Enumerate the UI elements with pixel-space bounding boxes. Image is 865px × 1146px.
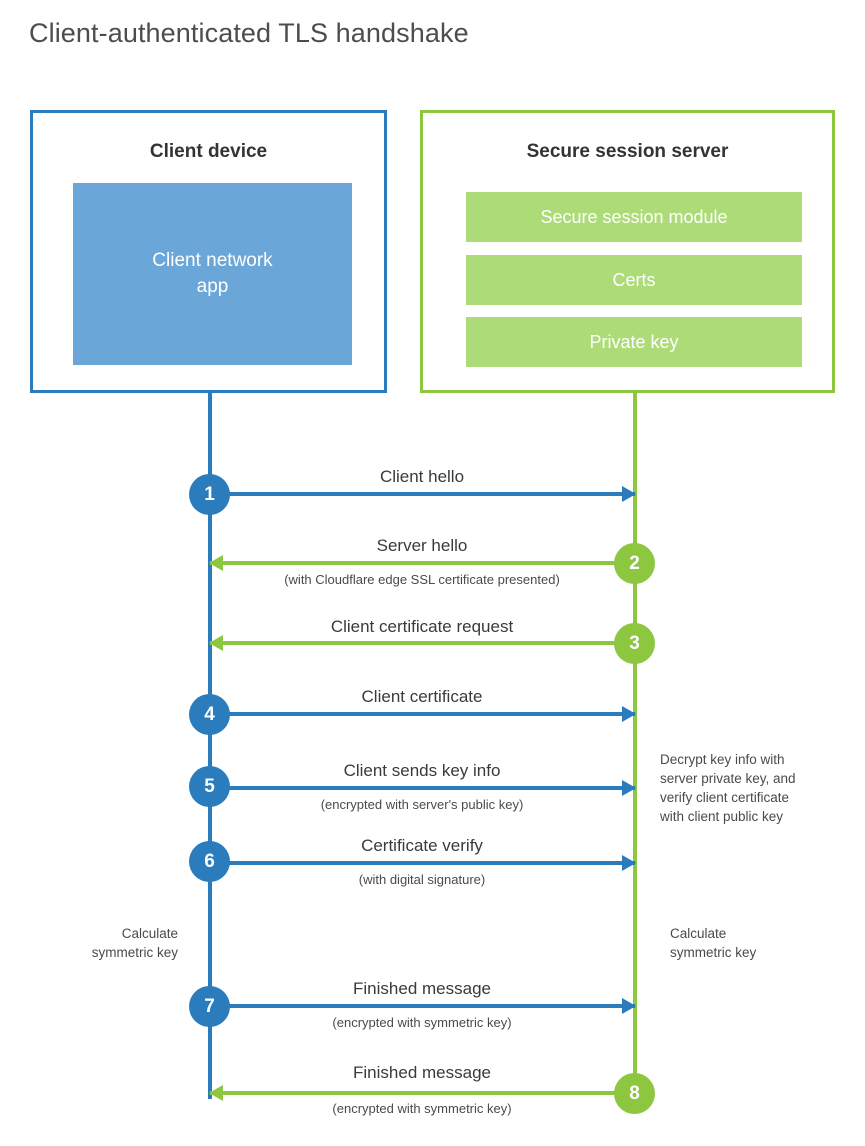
arrow-head-right-icon — [622, 855, 636, 871]
step-7-marker: 7 — [189, 986, 230, 1027]
step-5-sublabel: (encrypted with server's public key) — [320, 797, 524, 812]
server-bar-label: Certs — [612, 269, 656, 290]
secure-session-server-box: Secure session server Secure session mod… — [420, 110, 835, 393]
step-7-arrow — [210, 998, 636, 1014]
step-2-label: Server hello — [376, 536, 468, 555]
step-number: 3 — [629, 632, 640, 654]
step-number: 5 — [204, 775, 215, 797]
client-network-app-label: Client network app — [152, 250, 273, 297]
server-bar-secure-session-module: Secure session module — [466, 192, 802, 242]
server-calculate-symmetric-key-note: Calculate symmetric key — [670, 926, 757, 960]
step-number: 2 — [629, 552, 640, 574]
step-number: 8 — [629, 1082, 640, 1104]
step-8-sublabel: (encrypted with symmetric key) — [332, 1101, 512, 1116]
arrow-head-right-icon — [622, 780, 636, 796]
step-5-label: Client sends key info — [343, 761, 501, 780]
step-6-arrow — [210, 855, 636, 871]
step-6-sublabel: (with digital signature) — [358, 872, 486, 887]
client-calculate-symmetric-key-note: Calculate symmetric key — [91, 926, 178, 960]
step-5-arrow — [210, 780, 636, 796]
step-3-arrow — [209, 635, 635, 651]
server-bar-private-key: Private key — [466, 317, 802, 367]
step-4-arrow — [210, 706, 636, 722]
step-8-marker: 8 — [614, 1073, 655, 1114]
step-1-marker: 1 — [189, 474, 230, 515]
server-bar-certs: Certs — [466, 255, 802, 305]
server-bar-label: Private key — [589, 331, 679, 352]
step-7-sublabel: (encrypted with symmetric key) — [332, 1015, 512, 1030]
step-5-marker: 5 — [189, 766, 230, 807]
step-2-sublabel: (with Cloudflare edge SSL certificate pr… — [284, 572, 560, 587]
arrow-head-right-icon — [622, 706, 636, 722]
step-8-label: Finished message — [353, 1063, 491, 1082]
step-1-arrow — [210, 486, 636, 502]
client-device-box: Client device Client network app — [30, 110, 387, 393]
client-network-app-block: Client network app — [73, 183, 352, 365]
server-decrypt-note: Decrypt key info with server private key… — [660, 752, 796, 824]
arrow-head-left-icon — [209, 635, 223, 651]
arrow-head-right-icon — [622, 998, 636, 1014]
step-2-arrow — [209, 555, 635, 571]
client-device-title: Client device — [149, 141, 268, 162]
server-bar-label: Secure session module — [540, 206, 728, 227]
step-number: 7 — [204, 995, 215, 1017]
step-number: 1 — [204, 483, 215, 505]
arrow-head-left-icon — [209, 1085, 223, 1101]
page-title: Client-authenticated TLS handshake — [29, 18, 469, 48]
secure-session-server-title: Secure session server — [526, 141, 729, 162]
arrow-head-left-icon — [209, 555, 223, 571]
step-6-label: Certificate verify — [361, 836, 483, 855]
step-3-label: Client certificate request — [330, 617, 514, 636]
client-lifeline — [208, 393, 212, 1099]
arrow-head-right-icon — [622, 486, 636, 502]
step-4-marker: 4 — [189, 694, 230, 735]
step-number: 6 — [204, 850, 215, 872]
step-7-label: Finished message — [353, 979, 491, 998]
step-8-arrow — [209, 1085, 635, 1101]
server-lifeline — [633, 393, 637, 1093]
step-4-label: Client certificate — [361, 687, 483, 706]
step-3-marker: 3 — [614, 623, 655, 664]
step-6-marker: 6 — [189, 841, 230, 882]
step-number: 4 — [204, 703, 215, 725]
step-1-label: Client hello — [379, 467, 465, 486]
step-2-marker: 2 — [614, 543, 655, 584]
